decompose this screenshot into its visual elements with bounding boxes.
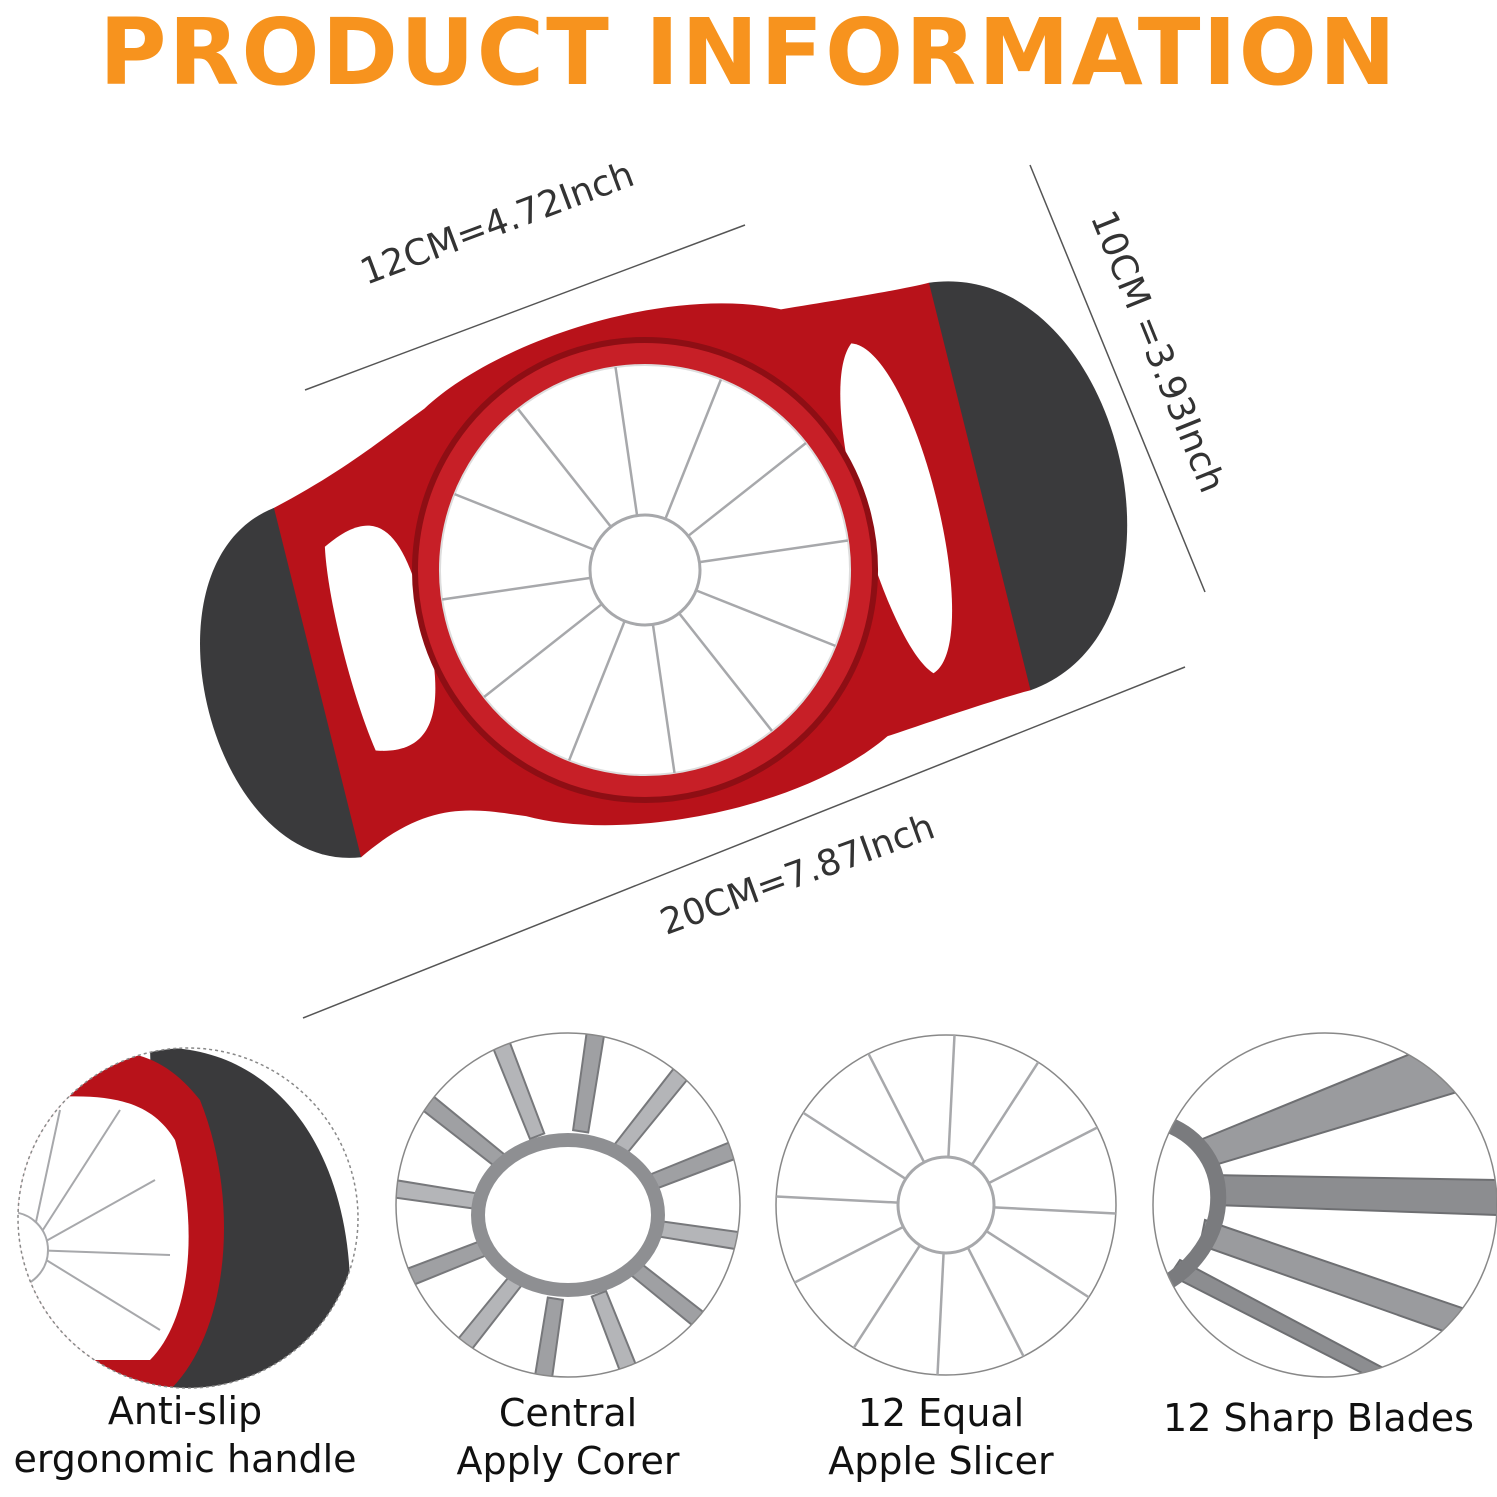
feature-corer-line1: Central — [498, 1391, 638, 1435]
left-grip-window — [324, 525, 436, 751]
blade — [567, 620, 626, 761]
blade — [664, 379, 723, 520]
feature-corer-line2: Apply Corer — [456, 1438, 680, 1483]
dimension-line-top — [304, 224, 746, 391]
blade — [988, 1126, 1098, 1185]
blade — [687, 442, 807, 537]
feature-handle-line2: ergonomic handle — [13, 1436, 357, 1481]
corer-blade — [571, 1033, 608, 1134]
right-handle — [904, 281, 1128, 691]
blade — [699, 539, 849, 564]
feature-sharp-line1: 12 Sharp Blades — [1163, 1396, 1474, 1440]
blade — [517, 408, 612, 528]
blade — [985, 1229, 1090, 1299]
blade — [867, 1053, 926, 1163]
corer-blade — [485, 1033, 546, 1141]
feature-caption-sharp-blades: 12 Sharp Blades — [1140, 1395, 1497, 1443]
feature-caption-handle: Anti-slip ergonomic handle — [0, 1388, 370, 1483]
blade — [614, 366, 639, 516]
blade — [947, 1035, 956, 1158]
dimension-line-bottom — [302, 666, 1186, 1019]
blade — [695, 589, 836, 648]
detail-sharp-blades — [1152, 1032, 1497, 1378]
blade — [993, 1206, 1116, 1215]
blade — [966, 1247, 1025, 1357]
left-handle — [200, 507, 386, 858]
blade — [483, 603, 603, 698]
feature-slicer-line1: 12 Equal — [857, 1391, 1025, 1435]
apple-slicer-product — [200, 281, 1128, 858]
blade — [776, 1195, 899, 1204]
detail-corer — [395, 1032, 741, 1378]
blade — [454, 492, 595, 551]
feature-caption-slicer: 12 Equal Apple Slicer — [756, 1390, 1126, 1485]
detail-handle — [17, 1047, 359, 1389]
feature-caption-corer: Central Apply Corer — [383, 1390, 753, 1485]
blade — [678, 612, 773, 732]
blade — [852, 1244, 922, 1349]
right-grip-window — [840, 343, 953, 674]
feature-handle-line1: Anti-slip — [107, 1389, 263, 1433]
detail-slicer — [775, 1034, 1117, 1376]
corer-ring — [588, 513, 702, 627]
blades-group — [441, 366, 849, 774]
blade — [802, 1111, 907, 1181]
blade — [794, 1225, 904, 1284]
blade — [970, 1061, 1040, 1166]
blade — [936, 1252, 945, 1375]
blade — [441, 576, 591, 601]
dimension-line-side — [1029, 164, 1206, 593]
blade — [651, 624, 676, 774]
page-title: PRODUCT INFORMATION — [99, 0, 1398, 106]
feature-slicer-line2: Apple Slicer — [828, 1438, 1054, 1483]
